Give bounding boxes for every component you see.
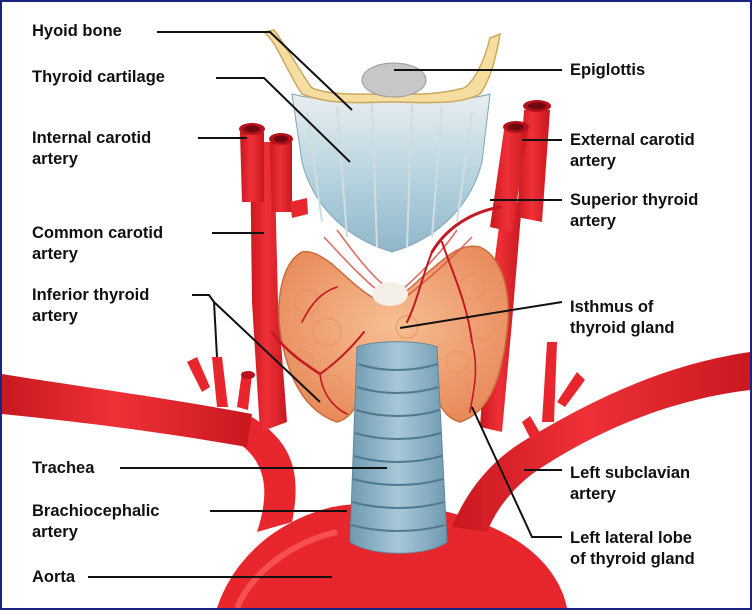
label-internal-carotid-artery: Internal carotid artery [32,128,151,170]
label-line: artery [32,149,151,170]
label-left-subclavian-artery: Left subclavian artery [570,463,690,505]
label-line: artery [32,306,149,327]
label-line: artery [570,484,690,505]
label-thyroid-cartilage: Thyroid cartilage [32,67,165,88]
label-hyoid-bone: Hyoid bone [32,21,122,42]
label-line: artery [32,522,159,543]
label-line: thyroid gland [570,318,675,339]
label-trachea: Trachea [32,458,94,479]
label-line: Isthmus of [570,297,675,318]
label-brachiocephalic-artery: Brachiocephalic artery [32,501,159,543]
label-line: Common carotid [32,223,163,244]
right-internal-carotid-artery [239,123,265,202]
label-left-lateral-lobe: Left lateral lobe of thyroid gland [570,528,695,570]
label-epiglottis: Epiglottis [570,60,645,81]
thyroid-cartilage-notch [372,282,408,306]
label-inferior-thyroid-artery: Inferior thyroid artery [32,285,149,327]
trachea [350,342,447,554]
label-line: Superior thyroid [570,190,698,211]
label-external-carotid-artery: External carotid artery [570,130,695,172]
label-line: of thyroid gland [570,549,695,570]
thyroid-cartilage [292,94,490,252]
label-line: artery [570,151,695,172]
label-line: Brachiocephalic [32,501,159,522]
label-line: Left lateral lobe [570,528,695,549]
label-line: Left subclavian [570,463,690,484]
epiglottis [362,63,426,97]
label-common-carotid-artery: Common carotid artery [32,223,163,265]
right-thyrocervical-branches [187,357,255,410]
right-subclavian-artery [2,374,252,447]
label-line: artery [32,244,163,265]
label-line: External carotid [570,130,695,151]
label-line: artery [570,211,698,232]
label-superior-thyroid-artery: Superior thyroid artery [570,190,698,232]
label-line: Inferior thyroid [32,285,149,306]
label-isthmus-of-thyroid-gland: Isthmus of thyroid gland [570,297,675,339]
label-line: Internal carotid [32,128,151,149]
label-aorta: Aorta [32,567,75,588]
